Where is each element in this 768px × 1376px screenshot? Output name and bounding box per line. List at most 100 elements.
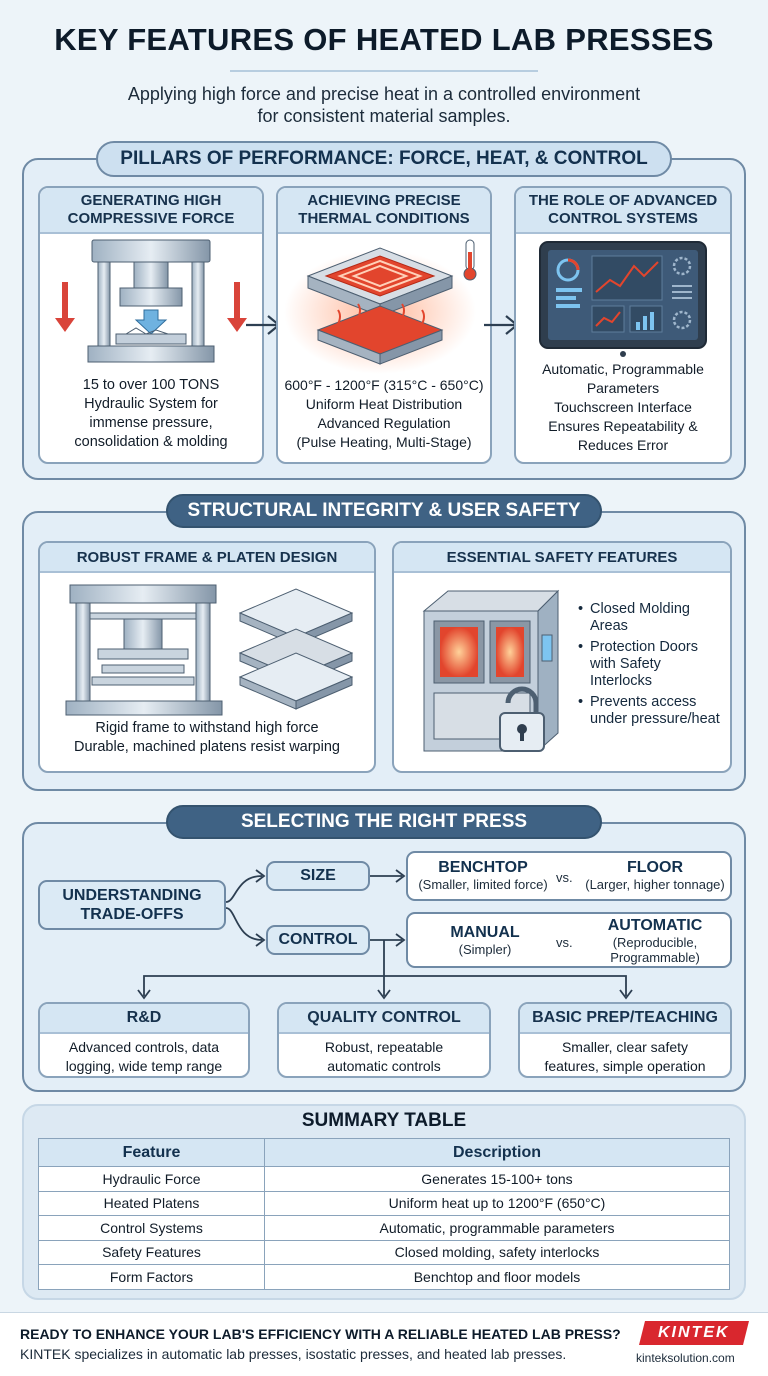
safety-bullet-2-line-2: with Safety bbox=[590, 656, 661, 672]
use-case-teaching-text: Smaller, clear safety features, simple o… bbox=[520, 1034, 730, 1076]
column-header-description: Description bbox=[264, 1138, 730, 1167]
touchscreen-icon bbox=[539, 241, 707, 357]
control-line-touchscreen: Touchscreen Interface bbox=[554, 399, 692, 415]
use-case-rnd: R&D Advanced controls, data logging, wid… bbox=[38, 1002, 250, 1078]
benchtop-label: BENCHTOP bbox=[438, 859, 528, 876]
use-case-teaching-line-2: features, simple operation bbox=[544, 1058, 706, 1074]
press-frame-icon bbox=[65, 584, 354, 716]
size-node: SIZE bbox=[266, 861, 370, 891]
safety-card: ESSENTIAL SAFETY FEATURES • Closed Moldi… bbox=[392, 541, 732, 773]
heat-card-text: 600°F - 1200°F (315°C - 650°C) Uniform H… bbox=[278, 376, 490, 452]
frame-card-header: ROBUST FRAME & PLATEN DESIGN bbox=[40, 543, 374, 573]
cta-description: KINTEK specializes in automatic lab pres… bbox=[20, 1346, 567, 1362]
use-case-teaching-line-1: Smaller, clear safety bbox=[561, 1039, 689, 1055]
benchtop-sub: (Smaller, limited force) bbox=[418, 877, 548, 892]
control-card-text: Automatic, Programmable Parameters Touch… bbox=[516, 360, 730, 455]
control-line-parameters: Parameters bbox=[586, 380, 660, 396]
heated-platens-icon bbox=[284, 239, 477, 374]
vs-label: vs. bbox=[556, 935, 573, 950]
table-cell-description: Automatic, programmable parameters bbox=[264, 1215, 730, 1241]
use-case-rnd-text: Advanced controls, data logging, wide te… bbox=[40, 1034, 248, 1076]
use-case-qc-header: QUALITY CONTROL bbox=[279, 1004, 489, 1034]
tradeoffs-line-1: UNDERSTANDING bbox=[62, 887, 202, 904]
use-case-qc-line-2: automatic controls bbox=[327, 1058, 441, 1074]
control-card: THE ROLE OF ADVANCED CONTROL SYSTEMS Aut… bbox=[514, 186, 732, 464]
force-card-header: GENERATING HIGH COMPRESSIVE FORCE bbox=[40, 188, 262, 234]
table-cell-feature: Hydraulic Force bbox=[38, 1166, 265, 1192]
table-cell-feature: Safety Features bbox=[38, 1239, 265, 1265]
table-cell-description: Benchtop and floor models bbox=[264, 1264, 730, 1290]
frame-card-text: Rigid frame to withstand high force Dura… bbox=[40, 719, 374, 757]
control-line-automatic: Automatic, Programmable bbox=[542, 361, 704, 377]
force-line-molding: consolidation & molding bbox=[74, 434, 228, 450]
safety-bullet-2-line-3: Interlocks bbox=[590, 673, 653, 689]
safety-enclosure-icon bbox=[422, 589, 560, 753]
table-row: Hydraulic Force Generates 15-100+ tons bbox=[38, 1166, 730, 1192]
kintek-logo[interactable]: KINTEK bbox=[639, 1321, 749, 1345]
use-case-teaching-header: BASIC PREP/TEACHING bbox=[520, 1004, 730, 1034]
tradeoffs-line-2: TRADE-OFFS bbox=[80, 906, 184, 923]
manual-option: MANUAL (Simpler) bbox=[420, 924, 550, 957]
page-subtitle: Applying high force and precise heat in … bbox=[84, 83, 684, 127]
decision-connectors bbox=[137, 869, 633, 1000]
table-row: Heated Platens Uniform heat up to 1200°F… bbox=[38, 1190, 730, 1216]
title-divider bbox=[230, 70, 538, 72]
heat-line-range: 600°F - 1200°F (315°C - 650°C) bbox=[284, 377, 484, 393]
safety-bullet-1-line-1: Closed Molding bbox=[590, 601, 690, 617]
use-case-rnd-line-2: logging, wide temp range bbox=[65, 1058, 223, 1074]
logo-text: KINTEK bbox=[658, 1324, 730, 1341]
force-card: GENERATING HIGH COMPRESSIVE FORCE 15 to … bbox=[38, 186, 264, 464]
use-case-qc: QUALITY CONTROL Robust, repeatable autom… bbox=[277, 1002, 491, 1078]
heat-line-uniform: Uniform Heat Distribution bbox=[305, 396, 463, 412]
table-row: Safety Features Closed molding, safety i… bbox=[38, 1239, 730, 1265]
table-cell-feature: Form Factors bbox=[38, 1264, 265, 1290]
table-row: Form Factors Benchtop and floor models bbox=[38, 1264, 730, 1290]
hydraulic-press-icon bbox=[55, 239, 247, 363]
safety-bullet-3-line-1: Prevents access bbox=[590, 694, 697, 710]
website-link[interactable]: kinteksolution.com bbox=[636, 1351, 735, 1365]
tradeoffs-node: UNDERSTANDING TRADE-OFFS bbox=[38, 880, 226, 930]
table-cell-feature: Control Systems bbox=[38, 1215, 265, 1241]
benchtop-option: BENCHTOP (Smaller, limited force) bbox=[412, 859, 554, 892]
vs-label: vs. bbox=[556, 870, 573, 885]
control-head-line-2: CONTROL SYSTEMS bbox=[548, 210, 698, 227]
subtitle-line-2: for consistent material samples. bbox=[257, 106, 511, 126]
summary-table: Feature Description Hydraulic Force Gene… bbox=[38, 1138, 730, 1290]
automatic-option: AUTOMATIC (Reproducible, Programmable) bbox=[580, 917, 730, 965]
structure-banner: STRUCTURAL INTEGRITY & USER SAFETY bbox=[166, 494, 602, 528]
frame-line-platens: Durable, machined platens resist warping bbox=[74, 739, 340, 755]
frame-line-rigid: Rigid frame to withstand high force bbox=[95, 720, 319, 736]
cta-heading: READY TO ENHANCE YOUR LAB'S EFFICIENCY W… bbox=[20, 1326, 621, 1342]
force-head-line-2: COMPRESSIVE FORCE bbox=[67, 210, 235, 227]
table-cell-description: Generates 15-100+ tons bbox=[264, 1166, 730, 1192]
manual-label: MANUAL bbox=[450, 924, 520, 941]
table-header-row: Feature Description bbox=[38, 1138, 730, 1167]
use-case-qc-line-1: Robust, repeatable bbox=[324, 1039, 444, 1055]
control-head-line-1: THE ROLE OF ADVANCED bbox=[528, 192, 718, 209]
heat-card-header: ACHIEVING PRECISE THERMAL CONDITIONS bbox=[278, 188, 490, 234]
table-cell-description: Uniform heat up to 1200°F (650°C) bbox=[264, 1190, 730, 1216]
floor-option: FLOOR (Larger, higher tonnage) bbox=[580, 859, 730, 892]
heat-head-line-2: THERMAL CONDITIONS bbox=[298, 210, 470, 227]
force-card-text: 15 to over 100 TONS Hydraulic System for… bbox=[40, 376, 262, 452]
force-line-hydraulic: Hydraulic System for bbox=[84, 396, 218, 412]
control-line-error: Reduces Error bbox=[577, 437, 669, 453]
control-line-repeatability: Ensures Repeatability & bbox=[548, 418, 698, 434]
force-head-line-1: GENERATING HIGH bbox=[80, 192, 222, 209]
control-node: CONTROL bbox=[266, 925, 370, 955]
safety-bullet-3-line-2: under pressure/heat bbox=[590, 711, 720, 727]
safety-bullet-1-line-2: Areas bbox=[590, 618, 628, 634]
table-cell-description: Closed molding, safety interlocks bbox=[264, 1239, 730, 1265]
safety-card-header: ESSENTIAL SAFETY FEATURES bbox=[394, 543, 730, 573]
summary-title: SUMMARY TABLE bbox=[301, 1110, 467, 1131]
column-header-feature: Feature bbox=[38, 1138, 265, 1167]
floor-sub: (Larger, higher tonnage) bbox=[585, 877, 725, 892]
use-case-teaching: BASIC PREP/TEACHING Smaller, clear safet… bbox=[518, 1002, 732, 1078]
page-title: KEY FEATURES OF HEATED LAB PRESSES bbox=[54, 22, 714, 57]
use-case-qc-text: Robust, repeatable automatic controls bbox=[279, 1034, 489, 1076]
heat-head-line-1: ACHIEVING PRECISE bbox=[307, 192, 461, 209]
